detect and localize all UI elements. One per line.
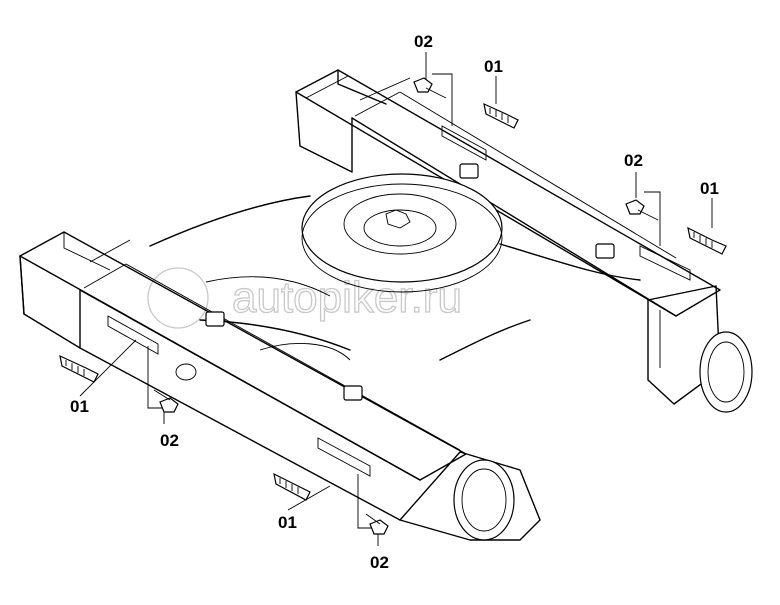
leader-lines [79,52,713,546]
swing-bearing [301,173,503,283]
callout-01-bottom: 01 [278,513,297,532]
callout-01-left: 01 [70,397,89,416]
callout-02-top: 02 [414,32,433,51]
watermark-logo-icon [147,267,209,329]
part-01-guide-top[interactable] [483,102,519,129]
part-01-guide-bottom[interactable] [273,472,311,501]
callout-01-right: 01 [700,179,719,198]
part-02-bolt-right[interactable] [625,199,659,221]
part-02-bolt-bottom[interactable] [365,513,389,535]
sprocket-housing-front [453,459,515,541]
callout-labels: 02 01 02 01 01 02 01 02 [70,32,719,572]
callout-01-top: 01 [484,57,503,76]
callout-02-right: 02 [624,151,643,170]
part-02-bolt-left[interactable] [153,389,179,413]
track-frame [19,69,753,541]
part-01-guide-right[interactable] [687,226,727,255]
part-02-bolt-top[interactable] [413,77,447,99]
callout-02-bottom: 02 [370,553,389,572]
part-01-guide-left[interactable] [59,354,99,383]
callout-02-left: 02 [160,431,179,450]
